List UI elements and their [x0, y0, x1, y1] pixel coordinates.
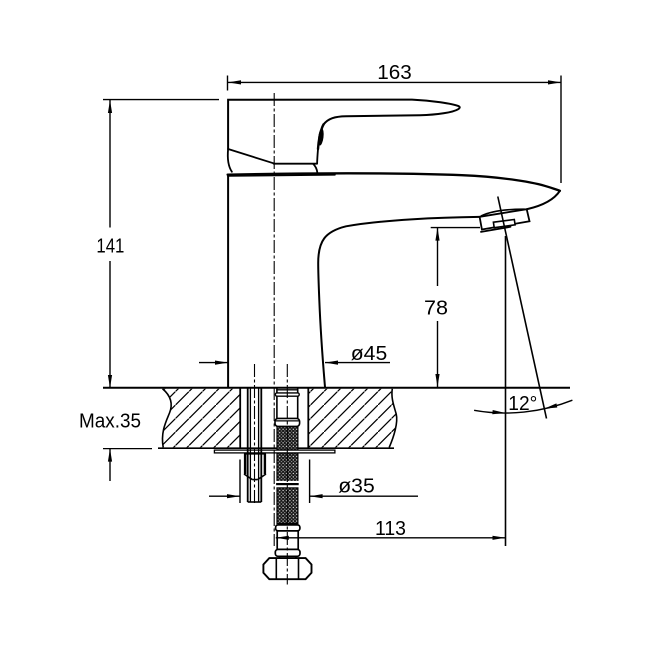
svg-text:163: 163: [377, 62, 412, 84]
svg-text:113: 113: [375, 518, 406, 540]
svg-text:78: 78: [424, 298, 448, 320]
svg-text:ø35: ø35: [338, 475, 375, 497]
svg-text:141: 141: [96, 236, 124, 258]
svg-text:12°: 12°: [508, 393, 537, 415]
svg-text:ø45: ø45: [351, 343, 388, 365]
svg-text:Max.35: Max.35: [79, 411, 141, 433]
